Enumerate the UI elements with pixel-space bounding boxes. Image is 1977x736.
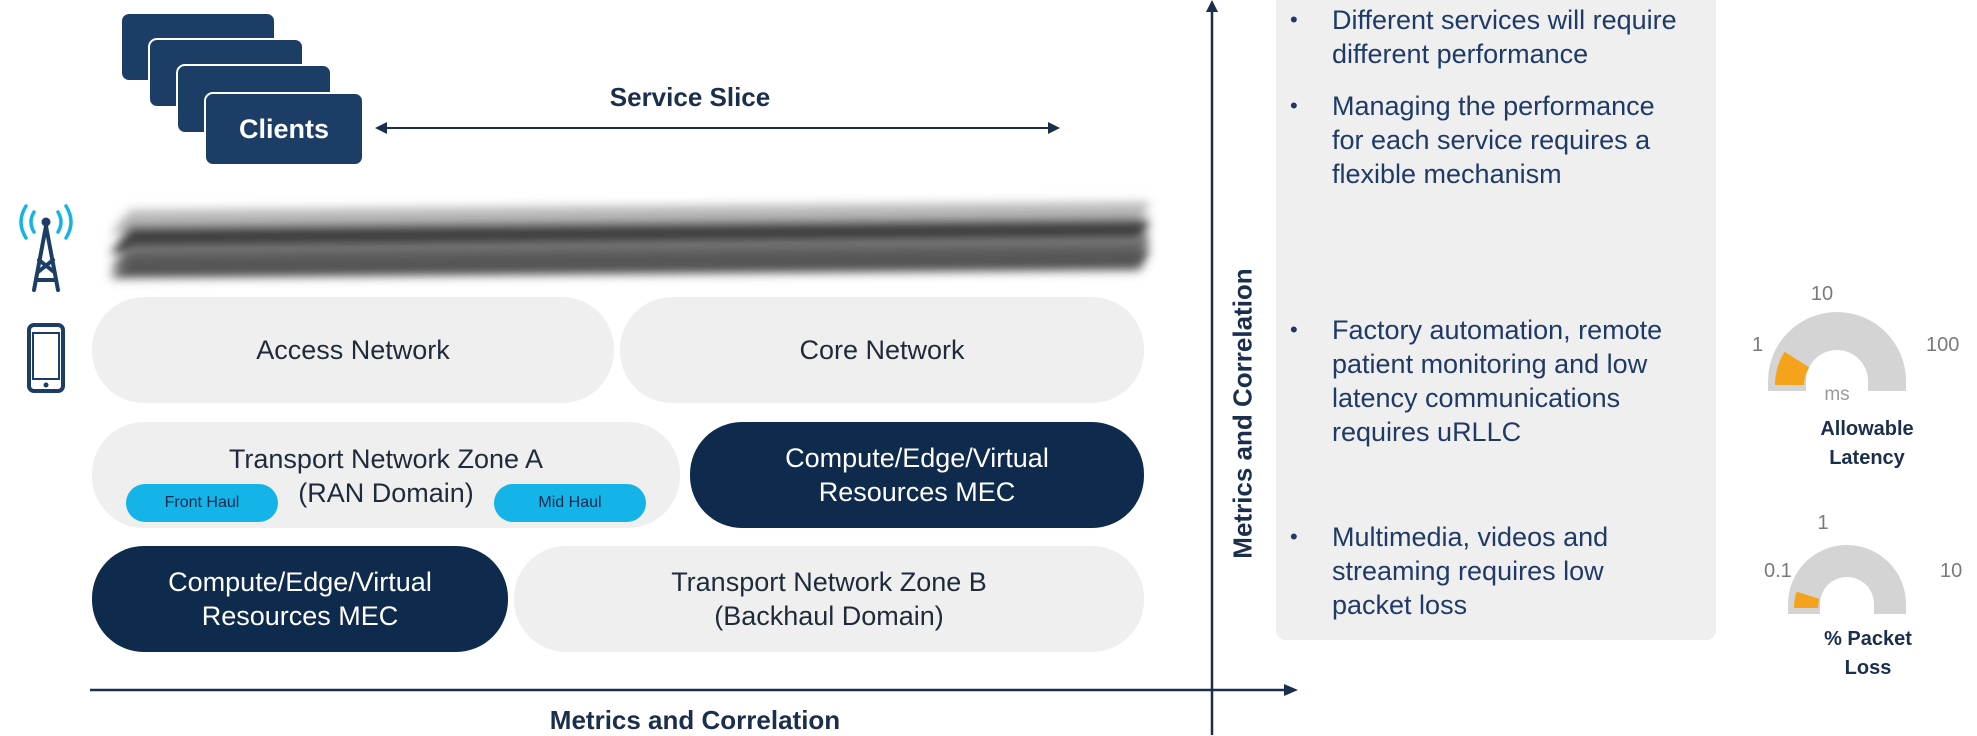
latency-gauge-unit: ms: [1824, 384, 1850, 405]
latency-caption-line-2: Latency: [1829, 447, 1905, 469]
core-network-label: Core Network: [799, 335, 965, 365]
bullet-3-line-3: latency communications: [1332, 383, 1621, 413]
packet-loss-gauge-max-label: 10: [1940, 560, 1963, 582]
cell-tower-icon: [19, 204, 73, 292]
bullet-4-line-3: packet loss: [1332, 590, 1468, 620]
bullet-1: • Different services will require differ…: [1290, 3, 1700, 71]
bullet-dot: •: [1290, 93, 1298, 118]
latency-caption-line-1: Allowable: [1820, 418, 1914, 440]
service-slice-arrow: [375, 122, 1060, 134]
latency-gauge-mid-label: 10: [1810, 283, 1834, 305]
x-axis-arrow: [90, 684, 1298, 696]
bullet-dot: •: [1290, 524, 1298, 549]
bullet-dot: •: [1290, 7, 1298, 32]
transport-zone-a-title: Transport Network Zone A: [228, 444, 544, 474]
packet-loss-gauge-min-label: 0.1: [1764, 560, 1792, 582]
access-network-label: Access Network: [256, 335, 450, 365]
bullet-dot: •: [1290, 317, 1298, 342]
packet-loss-gauge-mid-label: 1: [1817, 512, 1829, 534]
bullet-2-line-2: for each service requires a: [1332, 125, 1651, 155]
transport-zone-a-subtitle: (RAN Domain): [298, 478, 474, 508]
smartphone-icon: [27, 323, 65, 393]
y-axis-label: Metrics and Correlation: [1227, 268, 1258, 559]
bullet-3-line-4: requires uRLLC: [1332, 417, 1522, 447]
transport-zone-b-title: Transport Network Zone B: [671, 567, 987, 597]
compute-mec-block-left: Compute/Edge/Virtual Resources MEC: [92, 546, 508, 652]
transport-zone-b-block: Transport Network Zone B (Backhaul Domai…: [514, 546, 1144, 652]
network-slice-layers: [110, 202, 1150, 278]
y-axis-arrow: [1206, 0, 1218, 735]
transport-zone-b-subtitle: (Backhaul Domain): [714, 601, 944, 631]
clients-card: Clients: [204, 92, 364, 166]
bullet-4-line-1: Multimedia, videos and: [1332, 522, 1609, 552]
bullet-2-line-3: flexible mechanism: [1332, 159, 1562, 189]
bullet-1-line-1: Different services will require: [1332, 5, 1677, 35]
bullet-2: • Managing the performance for each serv…: [1290, 89, 1700, 191]
bullet-panel: [1276, 0, 1716, 640]
packet-loss-gauge-fill: [1794, 591, 1820, 608]
x-axis-label: Metrics and Correlation: [549, 705, 841, 735]
bullet-4: • Multimedia, videos and streaming requi…: [1290, 520, 1700, 622]
bullet-3-line-1: Factory automation, remote: [1332, 315, 1663, 345]
bullet-3: • Factory automation, remote patient mon…: [1290, 313, 1700, 449]
core-network-block: Core Network: [620, 297, 1144, 403]
compute-mec-block-right: Compute/Edge/Virtual Resources MEC: [690, 422, 1144, 528]
packet-loss-gauge: [1788, 545, 1906, 614]
clients-label: Clients: [238, 113, 330, 144]
compute-mec-right-subtitle: Resources MEC: [818, 477, 1016, 507]
bullet-3-line-2: patient monitoring and low: [1332, 349, 1648, 379]
service-slice-title: Service Slice: [609, 82, 771, 112]
packet-loss-gauge-caption: % Packet Loss: [1798, 625, 1938, 683]
latency-gauge-min-label: 1: [1752, 334, 1764, 356]
packet-loss-caption-line-2: Loss: [1844, 657, 1892, 679]
compute-mec-right-title: Compute/Edge/Virtual: [785, 443, 1049, 473]
latency-gauge-fill: [1775, 351, 1810, 385]
access-network-block: Access Network: [92, 297, 614, 403]
packet-loss-caption-line-1: % Packet: [1824, 628, 1912, 650]
latency-gauge: [1768, 312, 1906, 391]
bullet-1-line-2: different performance: [1332, 39, 1589, 69]
compute-mec-left-subtitle: Resources MEC: [201, 601, 399, 631]
latency-gauge-max-label: 100: [1926, 334, 1960, 356]
latency-gauge-caption: Allowable Latency: [1792, 415, 1942, 473]
compute-mec-left-title: Compute/Edge/Virtual: [168, 567, 432, 597]
front-haul-chip: Front Haul: [126, 484, 278, 522]
bullet-2-line-1: Managing the performance: [1332, 91, 1655, 121]
mid-haul-chip: Mid Haul: [494, 484, 646, 522]
bullet-4-line-2: streaming requires low: [1332, 556, 1604, 586]
